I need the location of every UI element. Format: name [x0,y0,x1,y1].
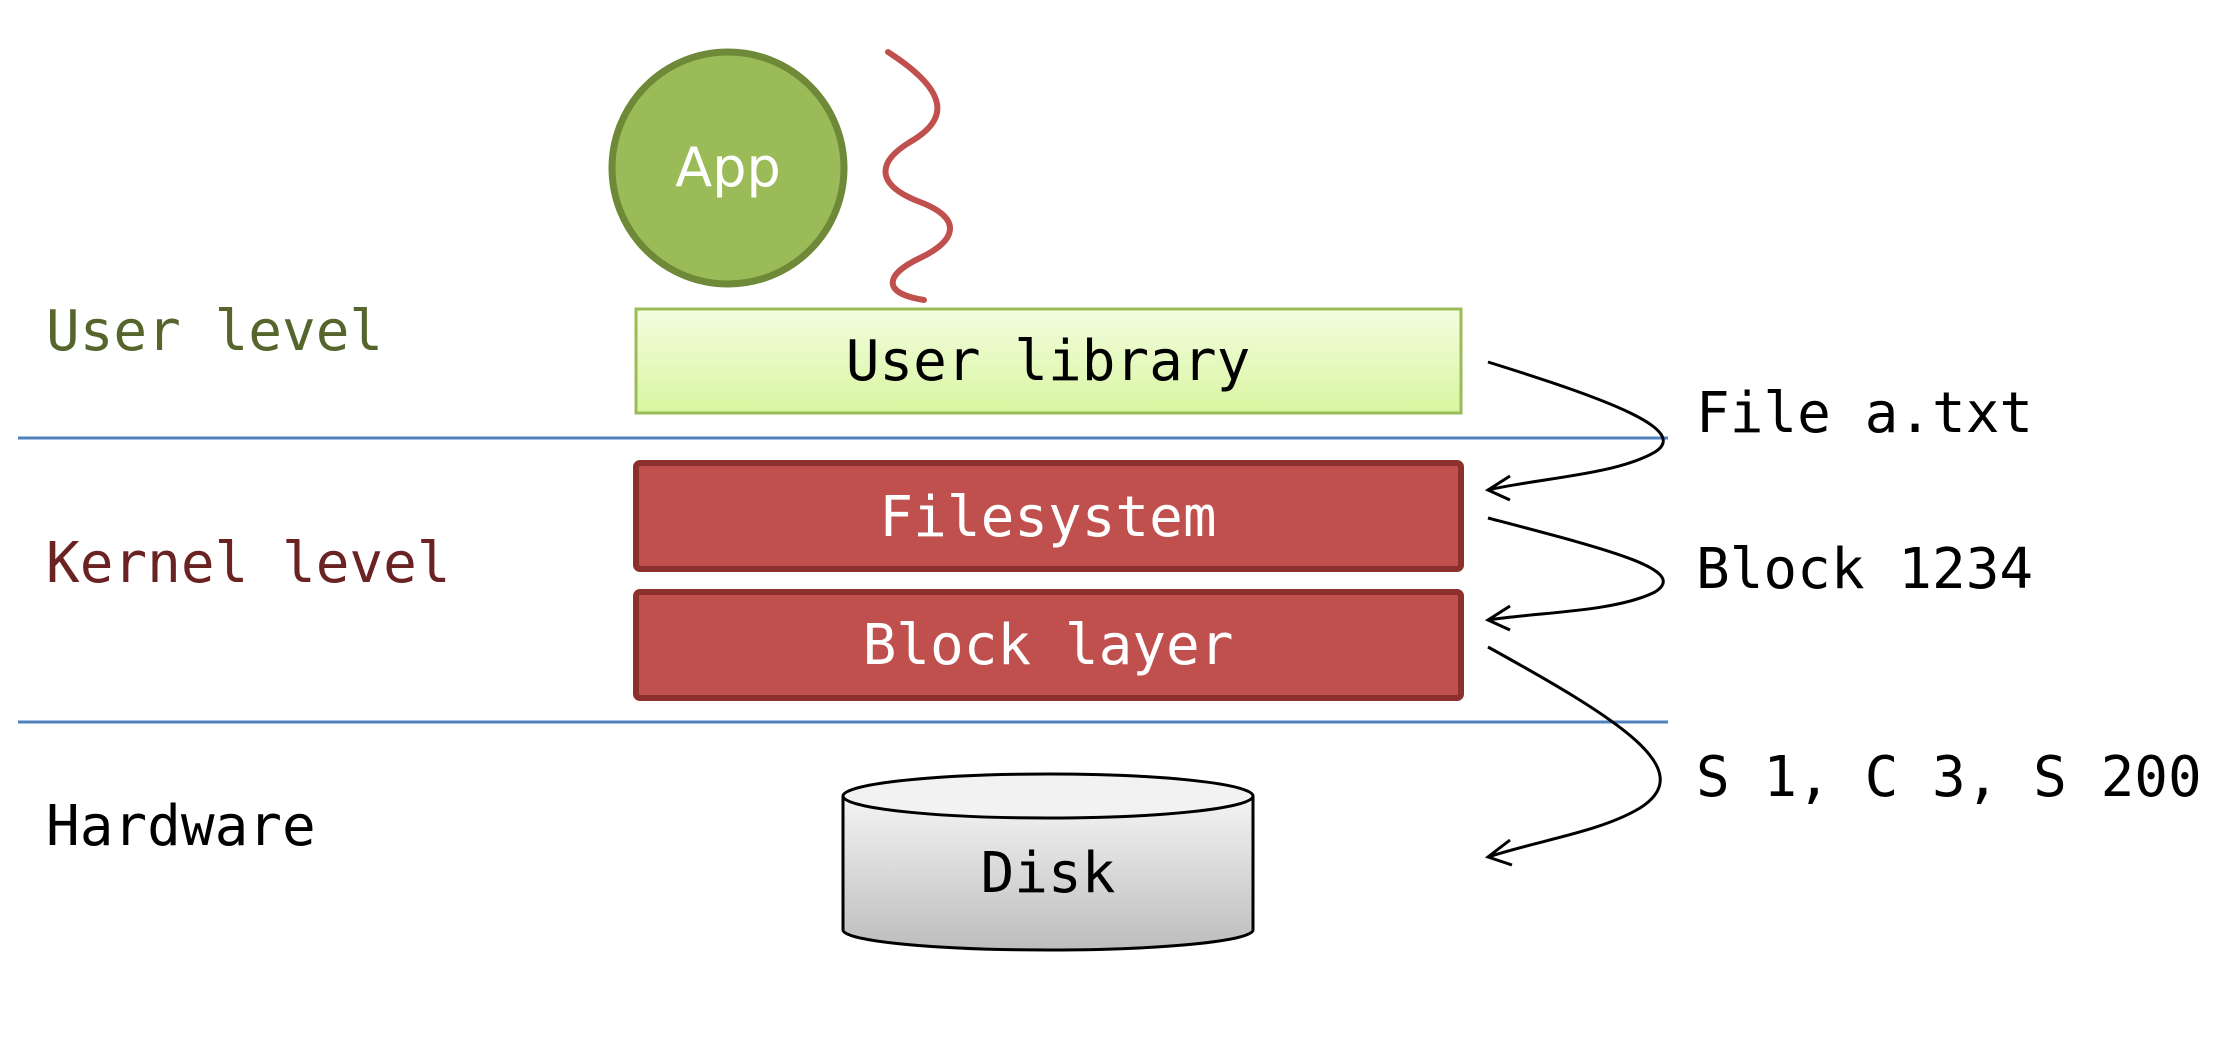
translation-arrows [1484,360,1665,867]
app-circle [608,48,848,288]
sectors-annotation: S 1, C 3, S 200 [1696,745,2202,810]
arrow-library-to-filesystem [1487,360,1665,492]
block-layer-box [633,589,1464,701]
filesystem-box [633,460,1464,572]
arrow-head-1 [1484,474,1511,502]
block-annotation: Block 1234 [1696,537,2033,602]
disk-top [841,772,1255,820]
disk-label: Disk [981,841,1116,906]
kernel-level-label: Kernel level [46,531,451,596]
arrow-filesystem-to-block [1487,516,1665,622]
user-level-label: User level [46,299,383,364]
hardware-level-label: Hardware [46,794,316,859]
arrow-block-to-disk [1487,645,1662,859]
app-node: App [608,48,848,288]
app-label: App [675,136,781,199]
filesystem-layer: Filesystem [633,460,1464,572]
user-library-box [634,307,1463,415]
user-library-label: User library [846,329,1251,394]
disk-body [841,796,1255,952]
block-layer: Block layer [633,589,1464,701]
arrow-head-2 [1484,604,1511,632]
block-layer-label: Block layer [863,613,1234,678]
arrow-head-3 [1484,838,1513,867]
file-annotation: File a.txt [1696,381,2033,446]
disk-cylinder: Disk [841,772,1255,952]
filesystem-label: Filesystem [879,485,1216,550]
thread [882,49,953,303]
user-library-layer: User library [634,307,1463,415]
